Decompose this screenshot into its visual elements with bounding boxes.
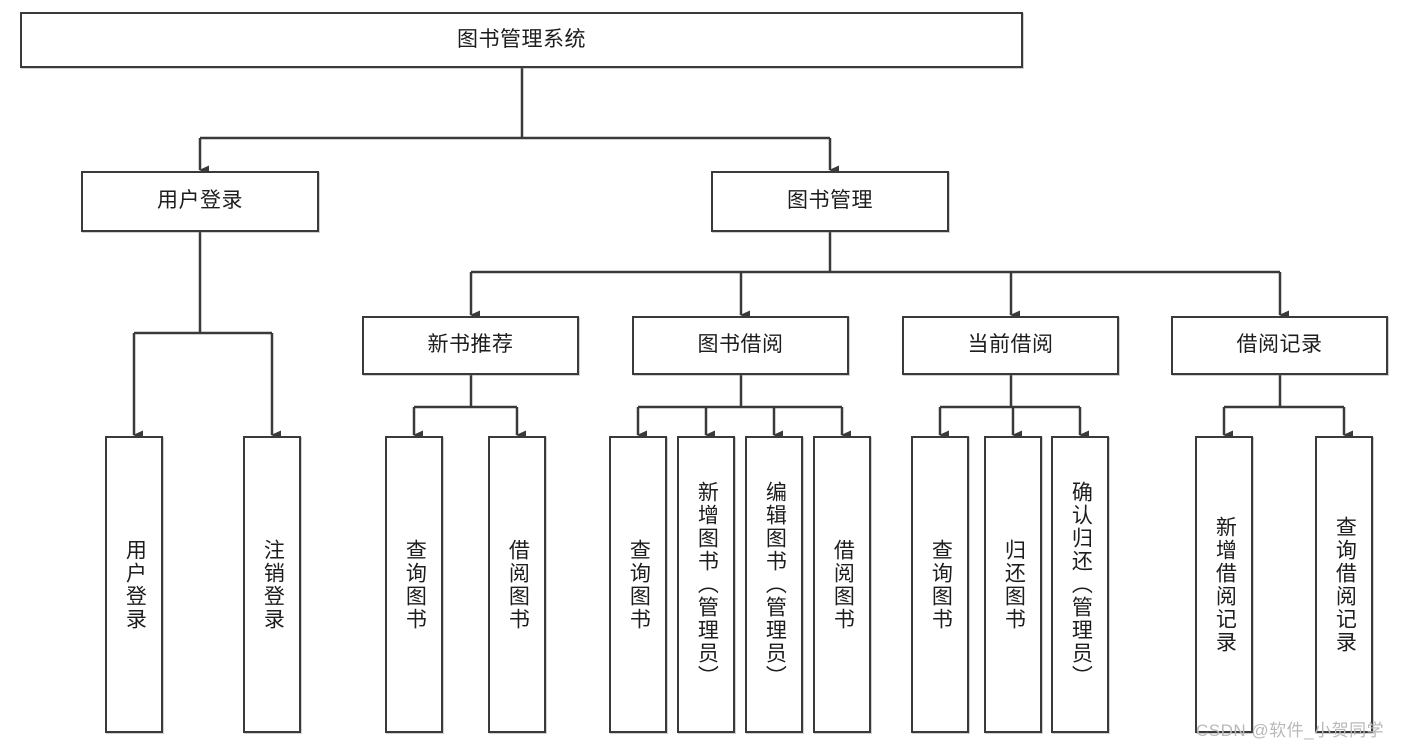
node-label: 借阅图书: [506, 538, 530, 631]
node-label: 借阅图书: [831, 538, 855, 631]
node-label: 确认归还（管理员）: [1069, 481, 1093, 688]
node-label: 查询图书: [929, 538, 953, 631]
connector-lines: [132, 68, 1353, 440]
node-leaf-8[interactable]: 借阅图书: [813, 436, 871, 733]
node-label: 用户登录: [157, 189, 243, 213]
node-leaf-12[interactable]: 新增借阅记录: [1195, 436, 1253, 733]
node-user-login[interactable]: 用户登录: [81, 171, 319, 232]
node-label: 查询借阅记录: [1333, 515, 1357, 654]
node-label: 新书推荐: [427, 333, 514, 357]
node-label: 归还图书: [1002, 538, 1026, 631]
node-leaf-5[interactable]: 查询图书: [609, 436, 667, 733]
node-leaf-1[interactable]: 用户登录: [105, 436, 163, 733]
node-leaf-6[interactable]: 新增图书（管理员）: [677, 436, 735, 733]
node-new-book-rec[interactable]: 新书推荐: [362, 316, 579, 375]
node-borrow-log[interactable]: 借阅记录: [1171, 316, 1388, 375]
node-leaf-11[interactable]: 确认归还（管理员）: [1051, 436, 1109, 733]
node-leaf-2[interactable]: 注销登录: [243, 436, 301, 733]
node-label: 当前借阅: [967, 333, 1054, 357]
node-label: 图书管理系统: [457, 27, 586, 51]
node-label: 注销登录: [261, 538, 285, 631]
node-label: 新增借阅记录: [1213, 515, 1237, 654]
node-label: 新增图书（管理员）: [695, 481, 719, 688]
node-root[interactable]: 图书管理系统: [20, 12, 1023, 68]
node-label: 用户登录: [123, 538, 147, 631]
node-leaf-13[interactable]: 查询借阅记录: [1315, 436, 1373, 733]
node-label: 查询图书: [403, 538, 427, 631]
node-label: 图书借阅: [697, 333, 784, 357]
node-leaf-3[interactable]: 查询图书: [385, 436, 443, 733]
node-leaf-10[interactable]: 归还图书: [984, 436, 1042, 733]
node-book-manage[interactable]: 图书管理: [711, 171, 949, 232]
node-book-borrow[interactable]: 图书借阅: [632, 316, 849, 375]
node-label: 图书管理: [787, 189, 873, 213]
node-leaf-4[interactable]: 借阅图书: [488, 436, 546, 733]
node-label: 借阅记录: [1236, 333, 1323, 357]
node-label: 编辑图书（管理员）: [763, 481, 787, 688]
node-cur-borrow[interactable]: 当前借阅: [902, 316, 1119, 375]
node-label: 查询图书: [627, 538, 651, 631]
node-leaf-9[interactable]: 查询图书: [911, 436, 969, 733]
node-leaf-7[interactable]: 编辑图书（管理员）: [745, 436, 803, 733]
